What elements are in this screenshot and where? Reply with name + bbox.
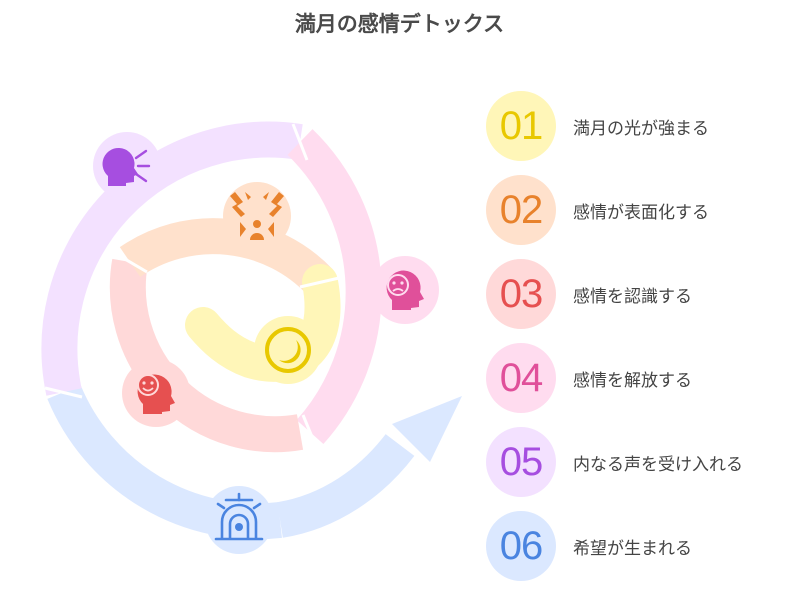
- arch-icon: [205, 486, 273, 554]
- step-01: 01 満月の光が強まる: [486, 90, 786, 162]
- step-06: 06 希望が生まれる: [486, 510, 786, 582]
- step-number-badge: 06: [486, 511, 556, 581]
- step-number-badge: 05: [486, 427, 556, 497]
- step-number-badge: 01: [486, 91, 556, 161]
- spiral-segment-05: [41, 121, 303, 396]
- happy-head-icon: [122, 359, 190, 427]
- spiral-segment-04: [287, 129, 382, 445]
- step-label: 感情を解放する: [573, 370, 692, 391]
- angry-face-icon: [223, 182, 291, 250]
- segment-dividers: [44, 123, 340, 450]
- step-number-badge: 02: [486, 175, 556, 245]
- step-04: 04 感情を解放する: [486, 342, 786, 414]
- step-02: 02 感情が表面化する: [486, 174, 786, 246]
- step-label: 希望が生まれる: [573, 538, 692, 559]
- spiral-segment-02: [119, 218, 334, 295]
- step-label: 満月の光が強まる: [573, 118, 709, 139]
- step-03: 03 感情を認識する: [486, 258, 786, 330]
- speaking-head-icon: [93, 132, 161, 200]
- step-label: 内なる声を受け入れる: [573, 454, 743, 475]
- step-number-badge: 04: [486, 343, 556, 413]
- moon-icon: [254, 316, 322, 384]
- page-title: 満月の感情デトックス: [294, 12, 505, 36]
- step-number-badge: 03: [486, 259, 556, 329]
- step-05: 05 内なる声を受け入れる: [486, 426, 786, 498]
- step-label: 感情が表面化する: [573, 202, 709, 223]
- spiral-diagram: [41, 121, 462, 554]
- step-label: 感情を認識する: [573, 286, 692, 307]
- sad-head-icon: [371, 256, 439, 324]
